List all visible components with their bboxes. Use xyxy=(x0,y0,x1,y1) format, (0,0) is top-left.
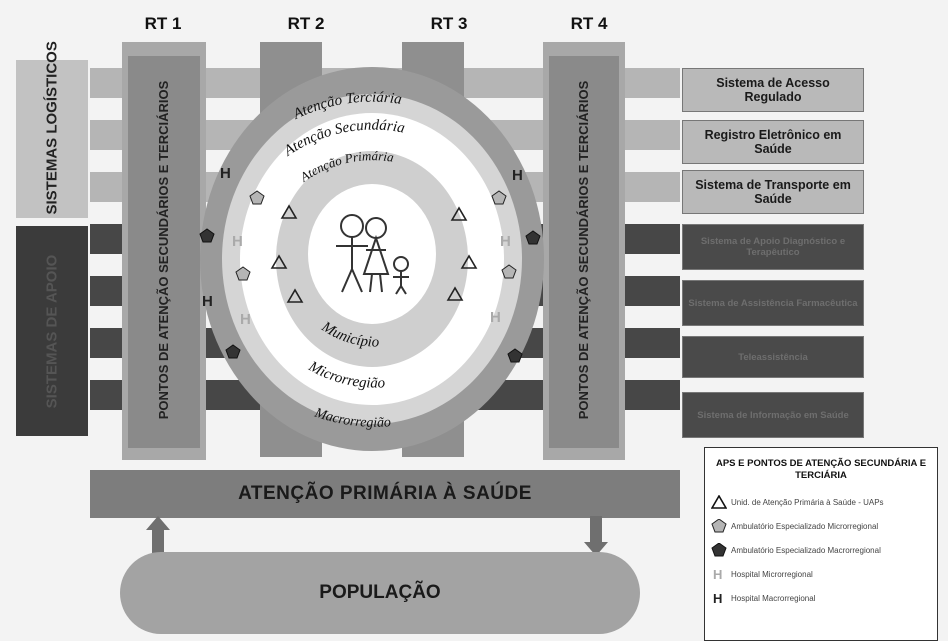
hospital-dark-icon: H xyxy=(713,591,722,605)
right-pillar-label: PONTOS DE ATENÇÃO SECUNDÁRIOS E TERCIÁRI… xyxy=(576,80,591,420)
svg-text:H: H xyxy=(500,233,511,250)
right-system-box: Sistema de Informação em Saúde xyxy=(682,392,864,438)
legend-item: Ambulatório Especializado Microrregional xyxy=(705,514,937,538)
rt3-label: RT 3 xyxy=(430,14,468,33)
svg-text:H: H xyxy=(220,165,231,182)
right-secondary-tertiary-pillar: PONTOS DE ATENÇÃO SECUNDÁRIOS E TERCIÁRI… xyxy=(543,42,625,460)
family-disc xyxy=(308,184,436,324)
arrow-down-icon xyxy=(584,516,608,556)
rt4-label: RT 4 xyxy=(570,14,608,33)
left-pillar-label: PONTOS DE ATENÇÃO SECUNDÁRIOS E TERCIÁRI… xyxy=(156,80,171,420)
primary-care-bar: ATENÇÃO PRIMÁRIA À SAÚDE xyxy=(90,470,680,518)
macro-ambulatory-pentagons xyxy=(199,228,541,363)
svg-text:H: H xyxy=(202,293,213,310)
svg-text:H: H xyxy=(713,567,722,581)
legend-item: H Hospital Microrregional xyxy=(713,567,813,581)
svg-text:H: H xyxy=(240,311,251,328)
left-secondary-tertiary-pillar: PONTOS DE ATENÇÃO SECUNDÁRIOS E TERCIÁRI… xyxy=(122,42,206,460)
right-system-box: Sistema de Acesso Regulado xyxy=(682,68,864,112)
arrow-up-icon xyxy=(146,516,170,556)
pentagon-dark-icon xyxy=(711,543,727,557)
svg-text:H: H xyxy=(490,309,501,326)
svg-text:H: H xyxy=(232,233,243,250)
right-system-box: Sistema de Transporte em Saúde xyxy=(682,170,864,214)
legend-item: Ambulatório Especializado Macrorregional xyxy=(705,538,937,562)
support-systems-label: SISTEMAS DE APOIO xyxy=(43,254,61,408)
svg-text:H: H xyxy=(713,591,722,605)
legend: APS E PONTOS DE ATENÇÃO SECUNDÁRIA E TER… xyxy=(704,447,938,641)
svg-text:H: H xyxy=(512,167,523,184)
population-ellipse: POPULAÇÃO xyxy=(120,552,640,634)
logistic-systems-label: SISTEMAS LOGÍSTICOS xyxy=(43,40,61,214)
support-systems-box: SISTEMAS DE APOIO xyxy=(16,226,88,436)
hospital-light-icon: H xyxy=(713,567,722,581)
hospital-icons: H H H H H H H xyxy=(202,165,523,328)
micro-ambulatory-pentagons xyxy=(235,190,517,281)
rt2-label: RT 2 xyxy=(287,14,325,33)
right-system-box: Registro Eletrônico em Saúde xyxy=(682,120,864,164)
legend-item: Unid. de Atenção Primária à Saúde - UAPs xyxy=(705,490,937,514)
legend-title: APS E PONTOS DE ATENÇÃO SECUNDÁRIA E TER… xyxy=(715,458,927,481)
right-system-box: Sistema de Assistência Farmacêutica xyxy=(682,280,864,326)
family-icon xyxy=(336,214,409,295)
legend-item: H Hospital Macrorregional xyxy=(713,591,816,605)
logistic-systems-box: SISTEMAS LOGÍSTICOS xyxy=(16,40,88,218)
right-system-box: Teleassistência xyxy=(682,336,864,378)
triangle-icon xyxy=(711,495,727,509)
care-levels-circle: Atenção Terciária Atenção Secundária Ate… xyxy=(199,67,544,451)
uap-triangles xyxy=(270,204,478,303)
pentagon-light-icon xyxy=(711,519,727,533)
rt1-label: RT 1 xyxy=(144,14,182,33)
right-system-box: Sistema de Apoio Diagnóstico e Terapêuti… xyxy=(682,224,864,270)
